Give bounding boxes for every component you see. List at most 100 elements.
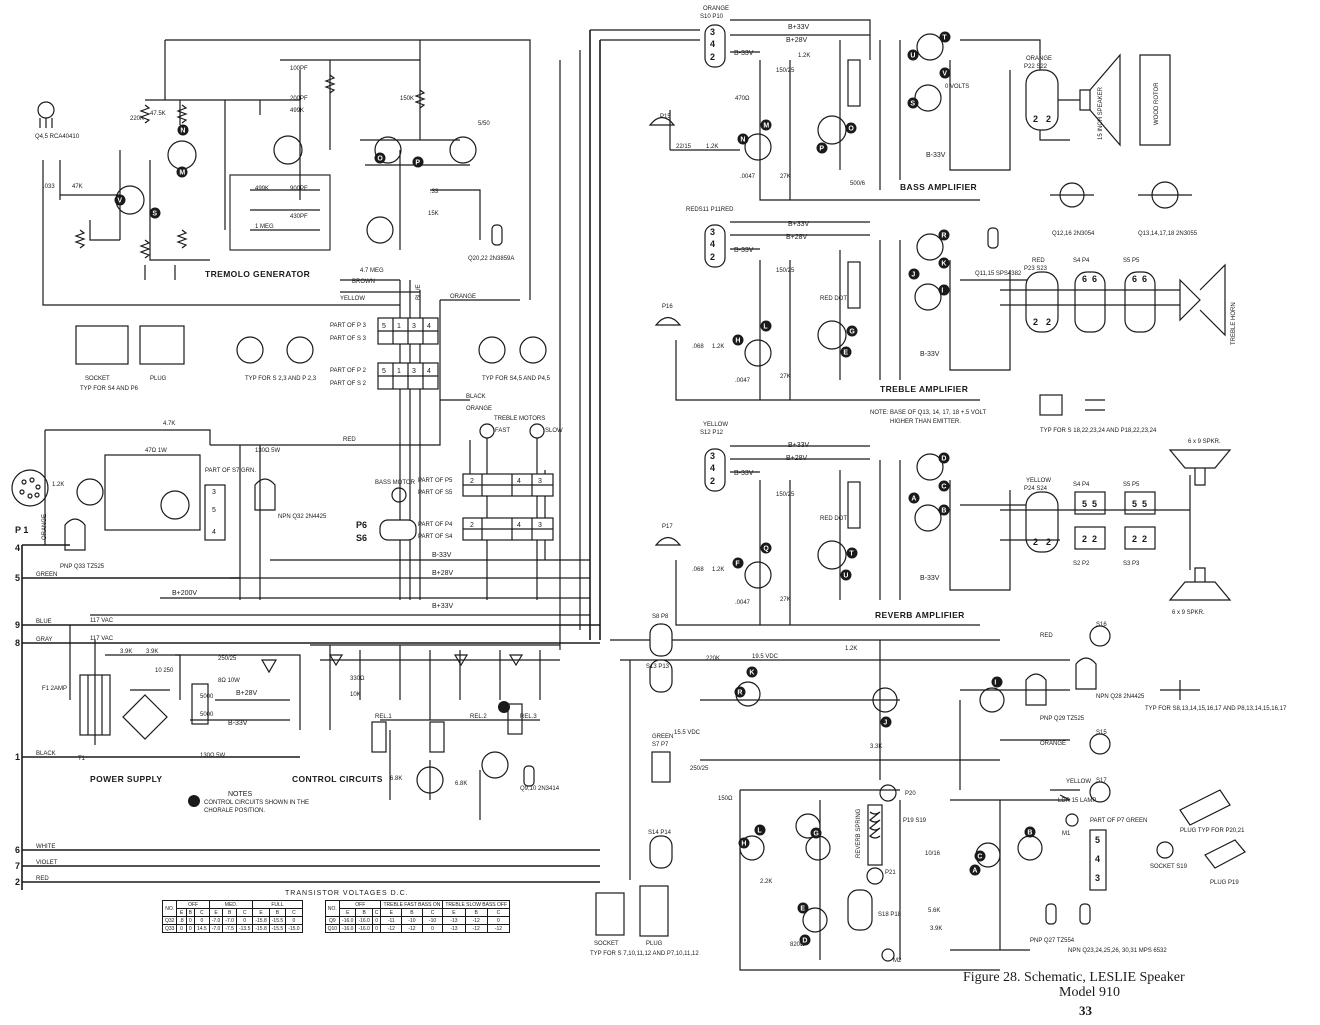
typ-s23: TYP FOR S 2,3 AND P 2,3 <box>245 376 317 382</box>
test-point-m <box>760 119 772 131</box>
test-point-k <box>938 257 950 269</box>
s2p2-bot: S2 P2 <box>1073 561 1090 567</box>
table-head: B <box>401 908 423 917</box>
test-point-letter: T <box>849 551 854 558</box>
table-mode: TREBLE FAST BASS ON <box>380 900 444 909</box>
p23-pin2: 2 <box>1033 317 1038 327</box>
res-2-2k-rv: 2.2K <box>760 879 772 885</box>
plug-p6: PLUG <box>150 376 167 382</box>
p5-pin3: 3 <box>538 478 542 485</box>
test-point-letter: I <box>941 288 943 295</box>
rail-b28-ps: B+28V <box>236 690 258 697</box>
wire-yellow: YELLOW <box>340 296 365 302</box>
table-cell: -7.5 <box>222 924 237 933</box>
test-point-p <box>816 142 828 154</box>
res-150-rv: 150Ω <box>718 796 733 802</box>
table-cell: 0 <box>371 916 382 925</box>
table-cell: -15.5 <box>268 916 287 925</box>
wire-black-p1: BLACK <box>36 751 56 757</box>
p2-pin5: 5 <box>382 368 386 375</box>
s7-pin5: 5 <box>212 507 216 514</box>
p5-pin2: 2 <box>470 478 474 485</box>
wood-rotor-label: WOOD ROTOR <box>1154 82 1160 125</box>
table-cell: -7.0 <box>208 916 224 925</box>
test-point-letter: F <box>735 561 740 568</box>
test-point-letter: B <box>1027 830 1032 837</box>
res-27k-treble: 27K <box>780 374 791 380</box>
q29-legend: PNP Q29 TZ525 <box>1040 716 1085 722</box>
res-1-2k-q33: 1.2K <box>52 482 64 488</box>
relay-2: REL.2 <box>470 714 487 720</box>
test-point-letter: S <box>152 211 157 218</box>
test-point-letter: E <box>843 350 848 357</box>
wire-blue: BLUE <box>416 284 422 300</box>
res-27k-reverb: 27K <box>780 597 791 603</box>
s16-label: S16 <box>1096 622 1107 628</box>
table-cell: Q9 <box>324 916 341 925</box>
test-point-t <box>939 31 951 43</box>
table-row: Q9 -16.0 -16.0 0 -11 -10 -10 -13 -12 0 <box>324 916 511 925</box>
cap-430pf: 430PF <box>290 214 308 220</box>
s10-pin4: 4 <box>710 39 715 49</box>
s5p5-bot: S5 P5 <box>1123 482 1140 488</box>
rail-b200: B+200V <box>172 590 197 597</box>
p24-color: YELLOW <box>1026 478 1051 484</box>
treble-amplifier: 3 4 2 REDS11 P11RED B+33V B+28V B-33V P1… <box>654 207 1041 425</box>
table-cell: -12 <box>401 924 423 933</box>
treble-horn-label: TREBLE HORN <box>1231 302 1237 345</box>
test-point-letter: V <box>942 71 947 78</box>
transformer-t1: T1 <box>78 756 86 762</box>
test-point-i <box>938 284 950 296</box>
s15-label: S15 <box>1096 730 1107 736</box>
s12-p12: S12 P12 <box>700 430 724 436</box>
bass-amplifier: 3 4 2 ORANGE S10 P10 B+33V B+28V B-33V P… <box>648 6 1070 201</box>
table-cell: -16.0 <box>339 924 357 933</box>
bass-amp-label: BASS AMPLIFIER <box>900 182 977 192</box>
table-head: B <box>355 908 373 917</box>
s11-pin3: 3 <box>710 227 715 237</box>
s7p7-label: S7 P7 <box>652 742 669 748</box>
p23s23: P23 S23 <box>1024 266 1048 272</box>
res-220k-rv: 220K <box>706 656 720 662</box>
rail-b33p-center: B+33V <box>432 603 454 610</box>
wire-blue-p1: BLUE <box>36 619 52 625</box>
table-cell: -7.0 <box>222 916 237 925</box>
reverb-spring-label: REVERB SPRING <box>856 808 862 858</box>
wire-green: GREEN <box>36 572 57 578</box>
plug-p7: PLUG <box>646 941 663 947</box>
test-point-v <box>939 67 951 79</box>
p1-pin7: 7 <box>15 861 20 871</box>
control-circuits-label: CONTROL CIRCUITS <box>292 774 383 784</box>
p4-pin2: 2 <box>470 522 474 529</box>
part-p7: PART OF P7 GREEN <box>1090 818 1147 824</box>
test-point-letter: A <box>911 496 916 503</box>
p22-color: ORANGE <box>1026 56 1052 62</box>
q28-legend: NPN Q28 2N4425 <box>1096 694 1145 700</box>
cap-150-25-treble: 150/25 <box>776 268 795 274</box>
q33-legend: PNP Q33 TZ525 <box>60 564 105 570</box>
test-point-a <box>908 492 920 504</box>
s12-color: YELLOW <box>703 422 728 428</box>
s12-pin2: 2 <box>710 476 715 486</box>
table-cell: -15.0 <box>285 924 303 933</box>
test-point-letter: N <box>740 137 745 144</box>
res-3-9k-rv: 3.9K <box>930 926 942 932</box>
p15-label: P15 <box>660 114 671 120</box>
tremolo-generator: TREMOLO GENERATOR 100PF 200PF 499K 499K … <box>35 39 531 306</box>
s10-color: ORANGE <box>703 6 729 12</box>
p1-pin9: 9 <box>15 620 20 630</box>
cap-33: .33 <box>430 189 439 195</box>
cap-10-16: 10/16 <box>925 851 941 857</box>
p24s24: P24 S24 <box>1024 486 1048 492</box>
test-point-letter: R <box>941 233 946 240</box>
test-point-o <box>374 152 386 164</box>
notes-text1: CONTROL CIRCUITS SHOWN IN THE <box>204 800 309 806</box>
rail-b33p-treble: B+33V <box>788 221 810 228</box>
res-1-2k-bass-b: 1.2K <box>798 53 810 59</box>
wire-gray: GRAY <box>36 637 53 643</box>
p16-label: P16 <box>662 304 673 310</box>
rail-b28p-reverb: B+28V <box>786 455 808 462</box>
p2-pin1: 1 <box>397 368 401 375</box>
